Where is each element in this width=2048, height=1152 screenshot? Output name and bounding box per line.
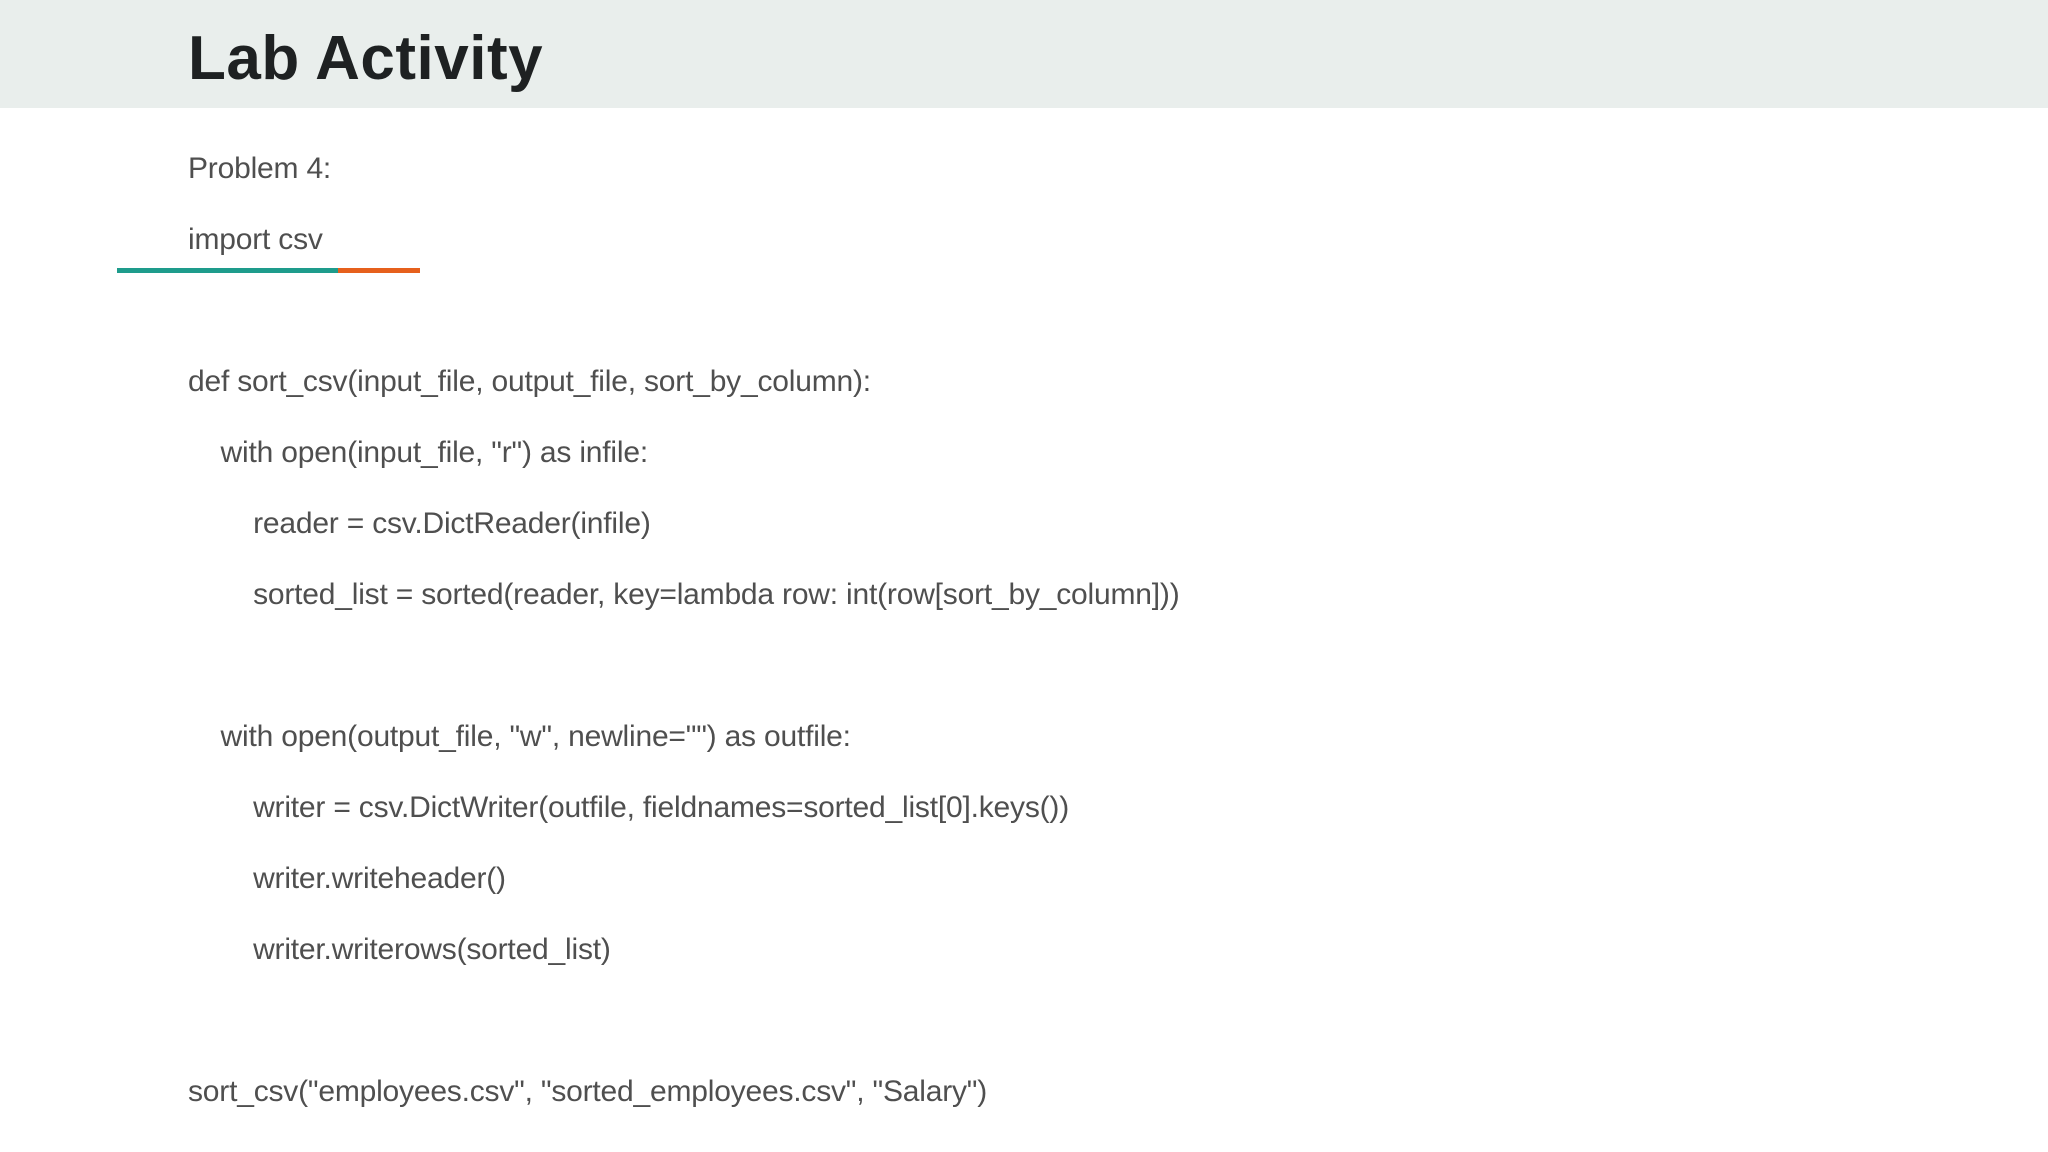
divider-orange-segment xyxy=(338,268,420,273)
problem-label: Problem 4: xyxy=(188,152,332,185)
code-line: writer.writerows(sorted_list) xyxy=(188,933,611,966)
divider-teal-segment xyxy=(117,268,338,273)
code-line: with open(output_file, "w", newline="") … xyxy=(188,720,851,753)
code-line: writer.writeheader() xyxy=(188,862,506,895)
code-line: sort_csv("employees.csv", "sorted_employ… xyxy=(188,1075,988,1108)
code-line: with open(input_file, "r") as infile: xyxy=(188,436,649,469)
code-line: sorted_list = sorted(reader, key=lambda … xyxy=(188,578,1180,611)
blank-line xyxy=(188,275,2048,346)
accent-divider xyxy=(117,268,420,273)
code-line xyxy=(188,630,2048,701)
code-block: def sort_csv(input_file, output_file, so… xyxy=(188,346,2048,1127)
page-title: Lab Activity xyxy=(188,23,544,93)
code-line: writer = csv.DictWriter(outfile, fieldna… xyxy=(188,791,1069,824)
code-line: reader = csv.DictReader(infile) xyxy=(188,507,651,540)
document-body: Problem 4: import csv def sort_csv(input… xyxy=(0,108,2048,1127)
import-statement: import csv xyxy=(188,223,323,256)
code-line: def sort_csv(input_file, output_file, so… xyxy=(188,365,871,398)
header-banner: Lab Activity xyxy=(0,0,2048,108)
code-line xyxy=(188,985,2048,1056)
